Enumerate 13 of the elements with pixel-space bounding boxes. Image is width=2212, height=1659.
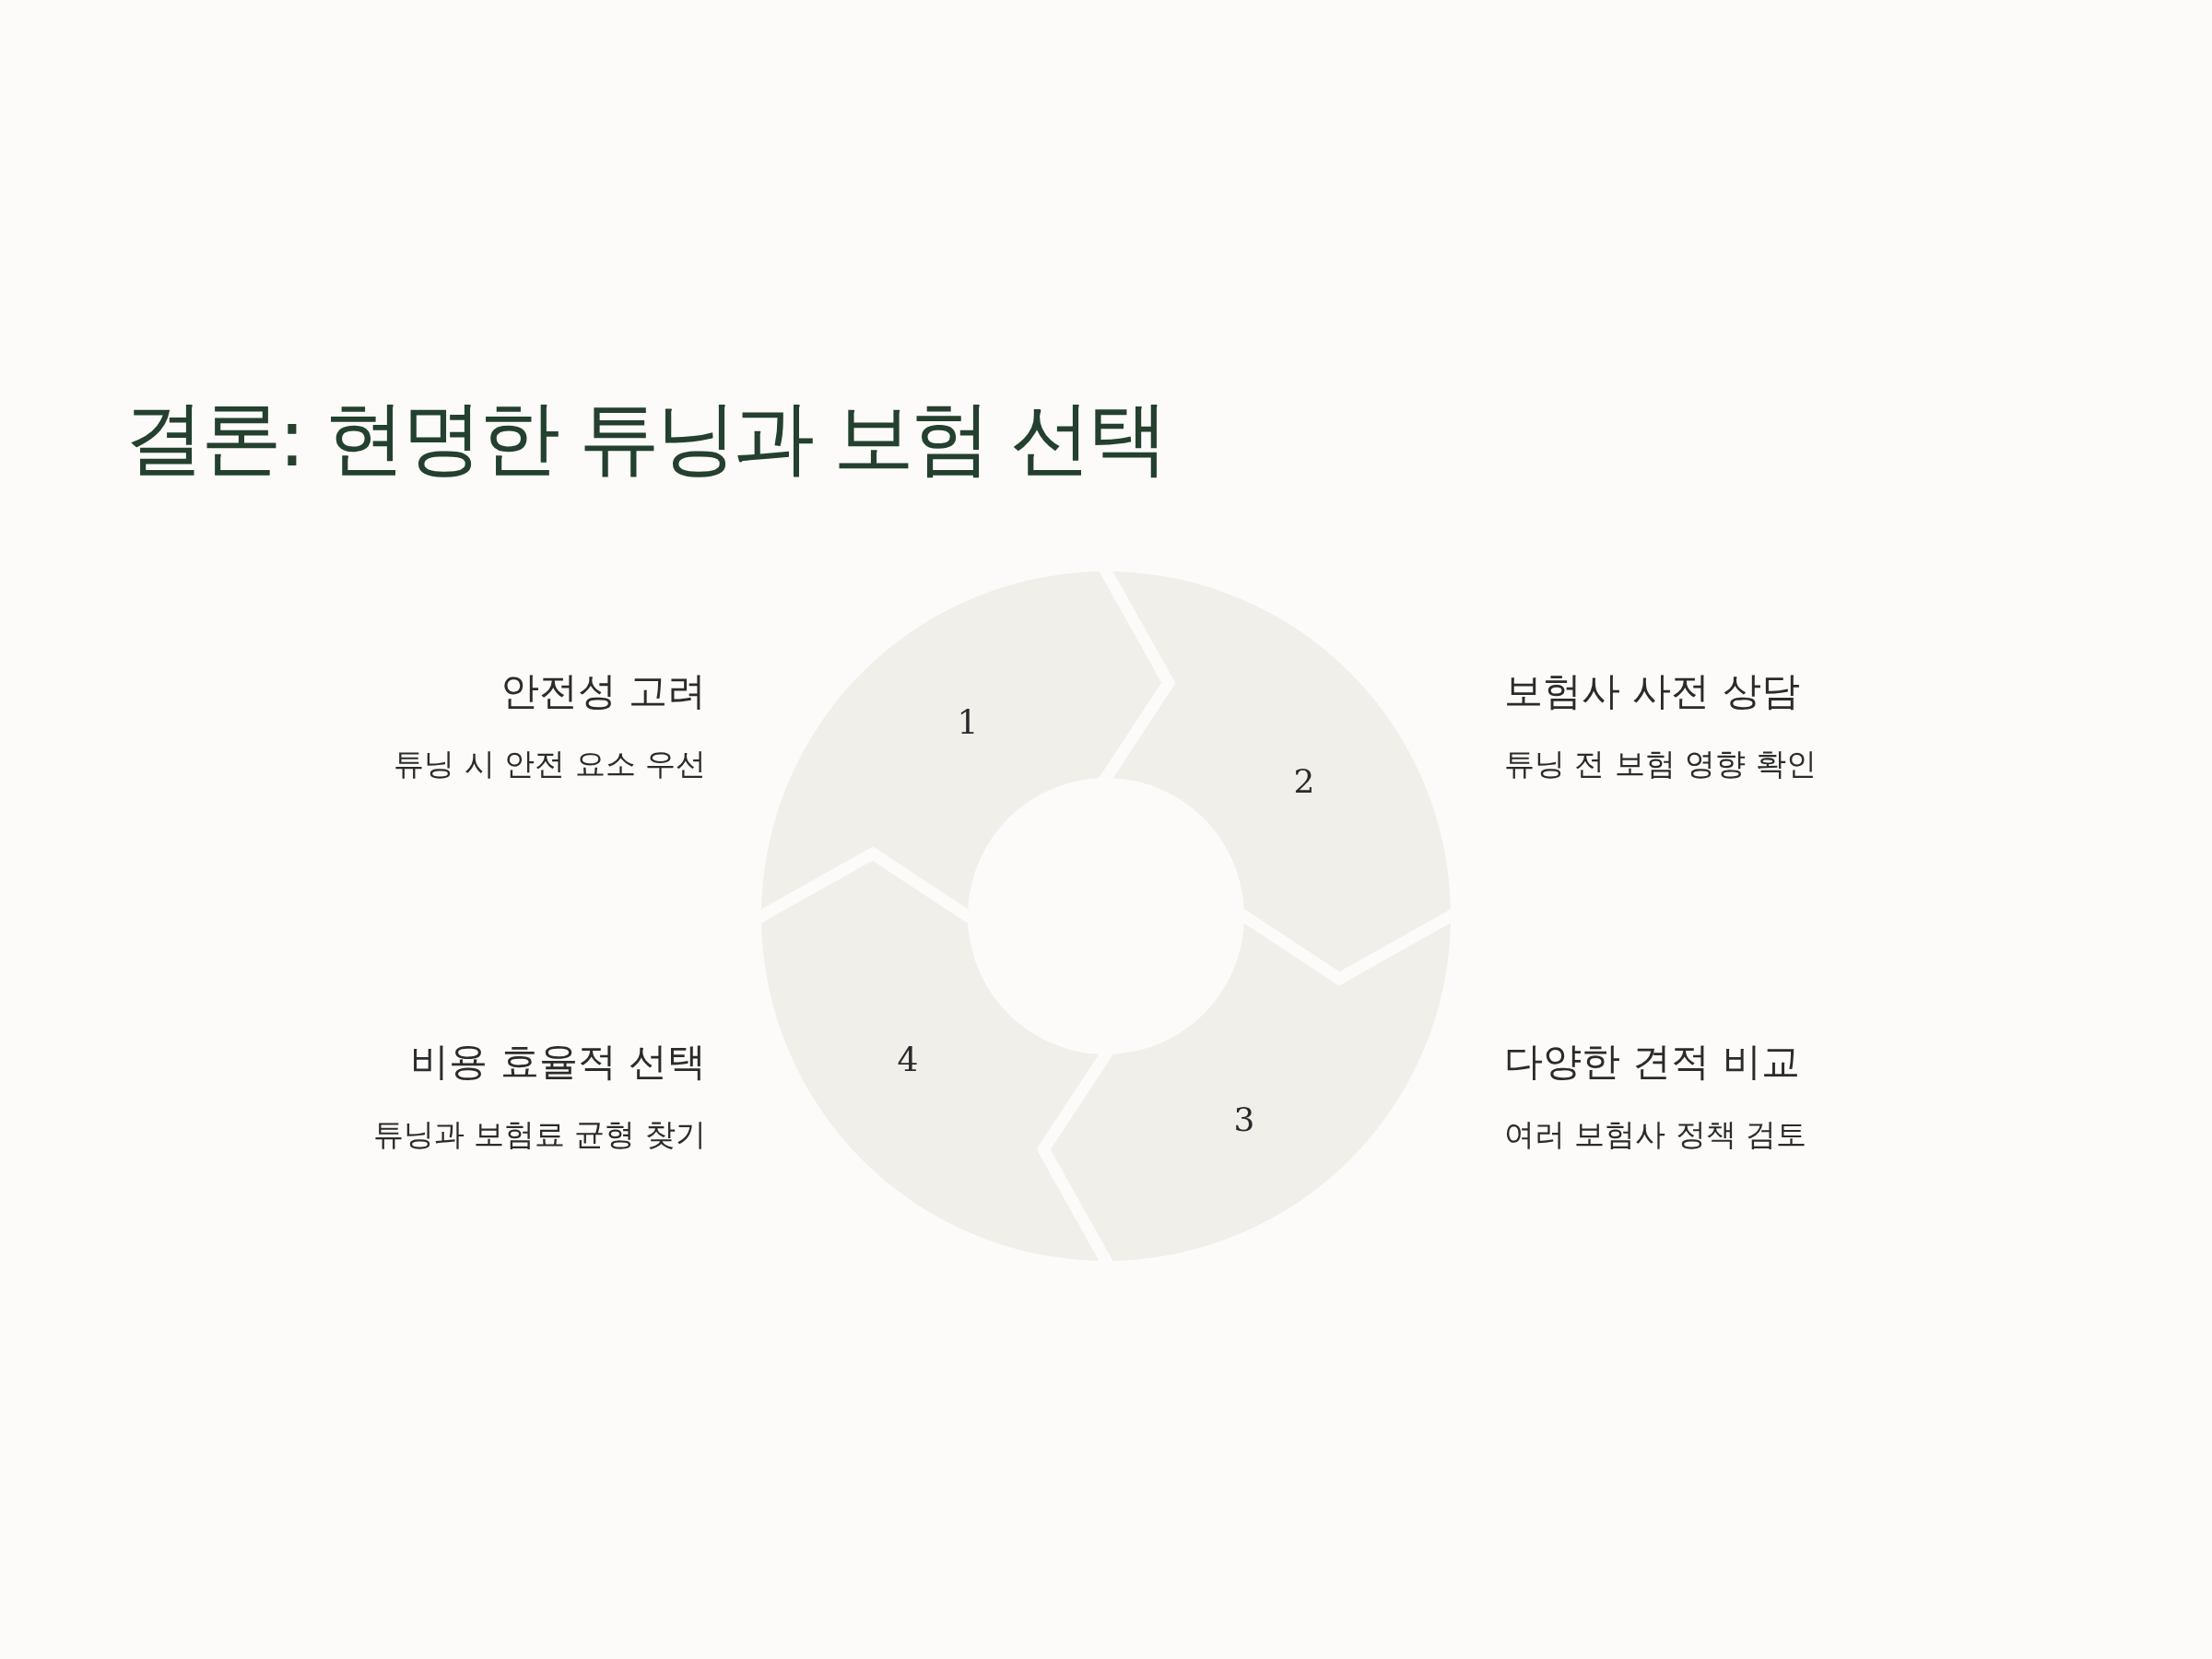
slide-title: 결론: 현명한 튜닝과 보험 선택 xyxy=(124,389,1165,487)
step-number: 4 xyxy=(897,1043,919,1077)
step-title: 안전성 고려 xyxy=(500,668,706,715)
step-description: 튜닝 시 안전 요소 우선 xyxy=(394,746,706,782)
step-title: 비용 효율적 선택 xyxy=(410,1039,706,1086)
step-number: 2 xyxy=(1293,765,1315,798)
step-title: 보험사 사전 상담 xyxy=(1504,668,1800,715)
step-title: 다양한 견적 비교 xyxy=(1504,1039,1800,1086)
step-number: 3 xyxy=(1233,1103,1255,1136)
step-description: 튜닝 전 보험 영향 확인 xyxy=(1504,746,1817,782)
step-number: 1 xyxy=(957,706,979,739)
step-description: 튜닝과 보험료 균형 찾기 xyxy=(372,1116,706,1153)
step-description: 여러 보험사 정책 검토 xyxy=(1504,1116,1807,1153)
